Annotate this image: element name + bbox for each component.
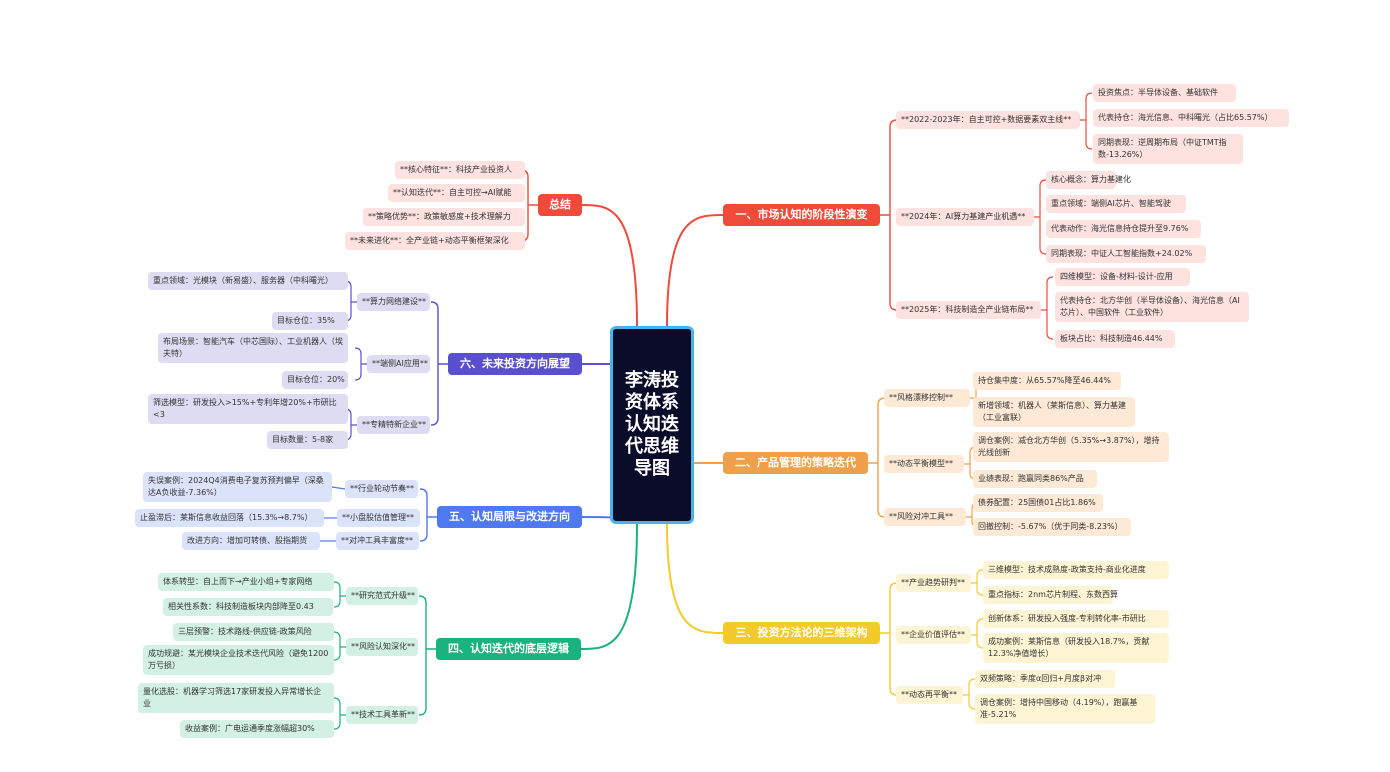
link-root-b4	[580, 523, 638, 650]
leaf-b2-1-1[interactable]: 业绩表现：跑赢同类86%产品	[973, 470, 1097, 488]
bracket-branch-b1	[880, 119, 898, 311]
subtopic-b4-1[interactable]: **风险认知深化**	[346, 638, 418, 656]
bracket-branch-b4	[418, 595, 436, 716]
subtopic-b5-1[interactable]: **小盘股估值管理**	[337, 509, 420, 527]
subtopic-b7-1[interactable]: **认知迭代**：自主可控→AI赋能	[388, 184, 525, 202]
leaf-b4-0-0[interactable]: 体系转型：自上而下→产业小组+专家网络	[158, 573, 334, 591]
leaf-b5-1-0[interactable]: 止盈滞后：莱斯信息收益回落（15.3%→8.7%）	[135, 509, 324, 527]
leaf-b6-2-1[interactable]: 目标数量：5-8家	[267, 431, 348, 449]
leaf-b3-1-1[interactable]: 成功案例：莱斯信息（研发投入18.7%，贡献12.3%净值增长）	[983, 633, 1169, 663]
subtopic-b7-3[interactable]: **未来进化**：全产业链+动态平衡框架深化	[345, 232, 525, 250]
leaf-b6-2-0[interactable]: 筛选模型：研发投入>15%+专利年增20%+市研比<3	[148, 394, 348, 424]
subtopic-b2-0[interactable]: **风格漂移控制**	[884, 389, 970, 407]
leaf-b2-2-0[interactable]: 债券配置：25国债01占比1.86%	[973, 494, 1103, 512]
leaf-b4-0-1[interactable]: 相关性系数：科技制造板块内部降至0.43	[163, 598, 333, 616]
leaf-b4-2-0[interactable]: 量化选股：机器学习筛选17家研发投入异常增长企业	[138, 683, 334, 713]
subtopic-b2-1[interactable]: **动态平衡模型**	[884, 455, 964, 473]
leaf-b2-0-1[interactable]: 新增领域：机器人（莱斯信息）、算力基建（工业富联）	[973, 397, 1135, 427]
subtopic-b5-2[interactable]: **对冲工具丰富度**	[336, 532, 419, 550]
leaf-b6-0-0[interactable]: 重点领域：光模块（新易盛）、服务器（中科曙光）	[148, 272, 348, 290]
root-node[interactable]: 李涛投资体系认知迭代思维导图	[610, 326, 694, 524]
bracket-b1-1	[1032, 179, 1047, 255]
leaf-b4-1-0[interactable]: 三层预警：技术路线-供应链-政策风险	[173, 623, 334, 641]
bracket-branch-b7	[520, 169, 538, 242]
branch-b3[interactable]: 三、投资方法论的三维架构	[723, 622, 880, 644]
bracket-b3-2	[961, 678, 976, 710]
leaf-b5-2-0[interactable]: 改进方向：增加可转债、股指期货	[182, 532, 320, 550]
leaf-b3-2-1[interactable]: 调仓案例：增持中国移动（4.19%），跑赢基准-5.21%	[975, 694, 1155, 724]
subtopic-b3-0[interactable]: **产业趋势研判**	[896, 574, 971, 592]
branch-b6[interactable]: 六、未来投资方向展望	[448, 353, 582, 375]
subtopic-b1-0[interactable]: **2022-2023年：自主可控+数据要素双主线**	[896, 111, 1080, 129]
leaf-b3-0-1[interactable]: 重点指标：2nm芯片制程、东数西算	[983, 586, 1118, 604]
leaf-b2-1-0[interactable]: 调仓案例：减仓北方华创（5.35%→3.87%），增持光线创新	[973, 432, 1169, 462]
branch-b2[interactable]: 二、产品管理的策略迭代	[723, 452, 868, 474]
leaf-b2-2-1[interactable]: 回撤控制：-5.67%（优于同类-8.23%）	[973, 518, 1131, 536]
branch-b5[interactable]: 五、认知局限与改进方向	[437, 506, 582, 528]
leaf-b4-1-1[interactable]: 成功规避：某光模块企业技术迭代风险（避免1200万亏损）	[143, 645, 334, 675]
link-leaf-b5-0	[331, 486, 346, 490]
bracket-branch-b2	[868, 397, 886, 518]
link-root-b3	[666, 523, 724, 634]
bracket-b3-1	[969, 618, 984, 649]
bracket-branch-b6	[430, 301, 448, 426]
bracket-branch-b5	[419, 488, 437, 542]
subtopic-b6-2[interactable]: **专精特新企业**	[357, 416, 430, 434]
subtopic-b5-0[interactable]: **行业轮动节奏**	[345, 480, 418, 498]
subtopic-b1-1[interactable]: **2024年：AI算力基建产业机遇**	[896, 208, 1034, 226]
leaf-b3-1-0[interactable]: 创新体系：研发投入强度-专利转化率-市研比	[983, 610, 1169, 628]
leaf-b1-1-0[interactable]: 核心概念：算力基建化	[1046, 171, 1131, 189]
branch-b7[interactable]: 总结	[538, 194, 582, 216]
bracket-b1-0	[1078, 92, 1093, 150]
leaf-b6-0-1[interactable]: 目标仓位：35%	[272, 312, 348, 330]
branch-b1[interactable]: 一、市场认知的阶段性演变	[723, 204, 880, 226]
subtopic-b1-2[interactable]: **2025年：科技制造全产业链布局**	[896, 301, 1041, 319]
subtopic-b7-2[interactable]: **策略优势**：政策敏感度+技术理解力	[363, 208, 525, 226]
link-root-b7	[581, 204, 638, 327]
leaf-b1-1-2[interactable]: 代表动作：海光信息持仓提升至9.76%	[1046, 220, 1201, 238]
leaf-b1-2-2[interactable]: 板块占比：科技制造46.44%	[1055, 330, 1175, 348]
leaf-b1-0-0[interactable]: 投资焦点：半导体设备、基础软件	[1093, 84, 1236, 102]
leaf-b1-2-0[interactable]: 四维模型：设备-材料-设计-应用	[1055, 268, 1190, 286]
subtopic-b2-2[interactable]: **风险对冲工具**	[884, 508, 966, 526]
subtopic-b6-0[interactable]: **算力网络建设**	[357, 293, 430, 311]
leaf-b6-1-1[interactable]: 目标仓位：20%	[282, 371, 348, 389]
leaf-b3-2-0[interactable]: 双频策略：季度α回归+月度β对冲	[975, 670, 1115, 688]
subtopic-b6-1[interactable]: **端侧AI应用**	[367, 355, 430, 373]
leaf-b6-1-0[interactable]: 布局场景：智能汽车（中芯国际）、工业机器人（埃夫特）	[158, 333, 348, 363]
leaf-b5-0-0[interactable]: 失误案例：2024Q4消费电子复苏预判偏早（深桑达A负收益-7.36%）	[143, 472, 332, 502]
subtopic-b3-1[interactable]: **企业价值评估**	[896, 626, 971, 644]
link-root-b1	[666, 214, 724, 327]
branch-b4[interactable]: 四、认知迭代的底层逻辑	[436, 638, 581, 660]
subtopic-b7-0[interactable]: **核心特征**：科技产业投资人	[395, 161, 525, 179]
leaf-b1-0-2[interactable]: 同期表现：逆周期布局（中证TMT指数-13.26%）	[1093, 134, 1243, 164]
leaf-b1-1-1[interactable]: 重点领域：端侧AI芯片、智能驾驶	[1046, 195, 1186, 213]
subtopic-b3-2[interactable]: **动态再平衡**	[896, 686, 963, 704]
leaf-b3-0-0[interactable]: 三维模型：技术成熟度-政策支持-商业化进度	[983, 561, 1169, 579]
leaf-b1-0-1[interactable]: 代表持仓：海光信息、中科曙光（占比65.57%）	[1093, 109, 1289, 127]
leaf-b1-2-1[interactable]: 代表持仓：北方华创（半导体设备）、海光信息（AI芯片）、中国软件（工业软件）	[1055, 292, 1249, 322]
bracket-b1-2	[1039, 276, 1054, 340]
bracket-branch-b3	[880, 582, 898, 696]
leaf-b1-1-3[interactable]: 同期表现：中证人工智能指数+24.02%	[1046, 245, 1206, 263]
subtopic-b4-0[interactable]: **研究范式升级**	[346, 587, 418, 605]
bracket-b3-0	[969, 569, 984, 596]
leaf-b2-0-0[interactable]: 持仓集中度：从65.57%降至46.44%	[973, 372, 1121, 390]
subtopic-b4-2[interactable]: **技术工具革新**	[346, 706, 418, 724]
leaf-b4-2-1[interactable]: 收益案例：广电运通季度涨幅超30%	[180, 720, 334, 738]
